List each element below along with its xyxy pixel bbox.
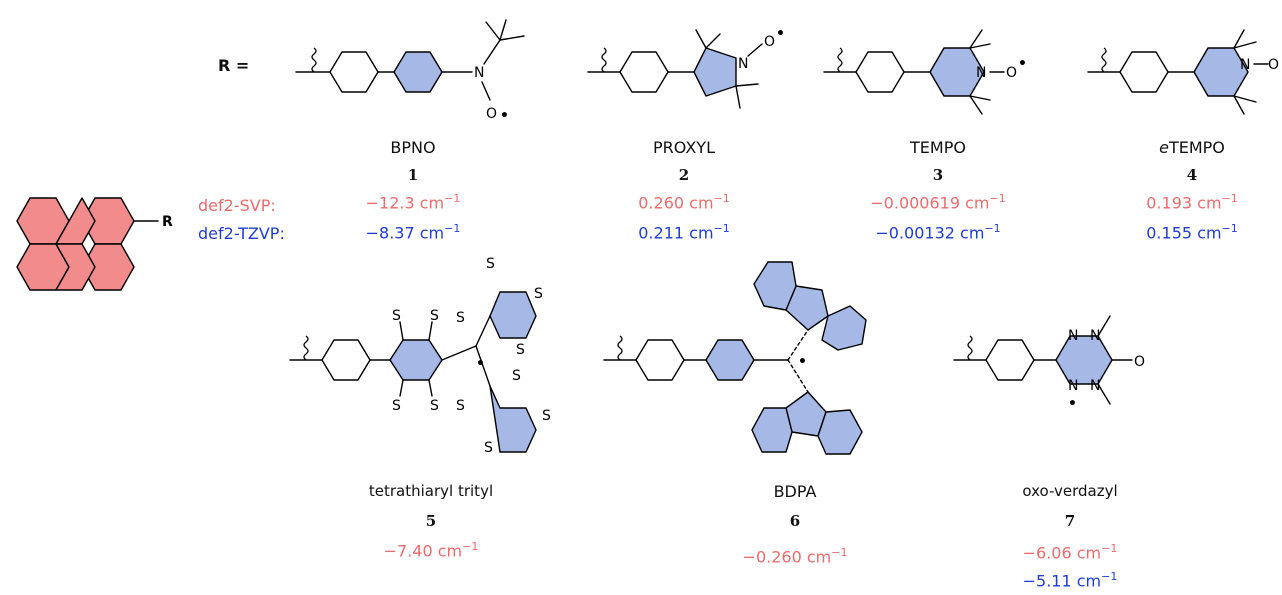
compound-number-1: 1 bbox=[407, 166, 419, 184]
structure-bpno: N O • bbox=[295, 19, 525, 124]
compound-name-7: oxo-verdazyl bbox=[1022, 482, 1118, 500]
svg-text:O: O bbox=[764, 34, 775, 50]
coupling-svp-3: −0.000619 cm−1 bbox=[870, 192, 1006, 213]
coupling-tzvp-7: −5.11 cm−1 bbox=[1022, 570, 1118, 591]
svg-text:S: S bbox=[392, 308, 401, 324]
compound-name-5: tetrathiaryl trityl bbox=[368, 482, 494, 500]
coupling-tzvp-1: −8.37 cm−1 bbox=[365, 222, 461, 243]
coupling-svp-5: −7.40 cm−1 bbox=[383, 540, 479, 561]
svg-text:S: S bbox=[512, 368, 521, 384]
structure-tempo: N O • bbox=[823, 29, 1027, 115]
svg-text:N: N bbox=[1068, 328, 1078, 344]
coupling-tzvp-4: 0.155 cm−1 bbox=[1146, 222, 1238, 243]
svg-text:O: O bbox=[486, 106, 497, 122]
compound-number-5: 5 bbox=[425, 512, 437, 530]
compound-name-3: TEMPO bbox=[910, 138, 966, 157]
svg-text:S: S bbox=[486, 256, 495, 272]
perylene-core: R bbox=[16, 197, 173, 291]
coupling-svp-6: −0.260 cm−1 bbox=[742, 546, 848, 567]
svg-text:N: N bbox=[976, 65, 986, 81]
svg-text:•: • bbox=[1068, 396, 1077, 412]
compound-number-4: 4 bbox=[1186, 166, 1198, 184]
svg-text:S: S bbox=[430, 398, 439, 414]
svg-text:O: O bbox=[1006, 65, 1017, 81]
svg-text:•: • bbox=[1018, 56, 1027, 72]
structure-bdpa: • bbox=[603, 261, 867, 455]
svg-text:S: S bbox=[392, 398, 401, 414]
compound-number-3: 3 bbox=[932, 166, 944, 184]
coupling-svp-4: 0.193 cm−1 bbox=[1146, 192, 1238, 213]
compound-number-2: 2 bbox=[678, 166, 690, 184]
coupling-tzvp-2: 0.211 cm−1 bbox=[638, 222, 730, 243]
svg-text:N: N bbox=[1090, 328, 1100, 344]
coupling-tzvp-3: −0.00132 cm−1 bbox=[875, 222, 1001, 243]
structure-trityl: S S S S • S S S S S S S S bbox=[289, 256, 551, 456]
compound-name-4: eTEMPO bbox=[1159, 138, 1225, 157]
basis-svp-label: def2-SVP: bbox=[198, 196, 276, 215]
svg-text:•: • bbox=[476, 356, 485, 372]
coupling-svp-2: 0.260 cm−1 bbox=[638, 192, 730, 213]
compound-number-6: 6 bbox=[789, 512, 801, 530]
svg-text:N: N bbox=[1240, 57, 1250, 73]
svg-text:S: S bbox=[516, 342, 525, 358]
svg-text:•: • bbox=[500, 108, 509, 124]
compound-number-7: 7 bbox=[1064, 512, 1076, 530]
core-r-label: R bbox=[162, 214, 173, 230]
svg-text:O: O bbox=[1134, 354, 1145, 370]
coupling-svp-1: −12.3 cm−1 bbox=[365, 192, 461, 213]
svg-text:•: • bbox=[798, 354, 807, 370]
svg-text:O: O bbox=[1268, 57, 1279, 73]
structure-etempo: N O bbox=[1087, 29, 1279, 115]
svg-text:•: • bbox=[776, 26, 785, 42]
svg-text:S: S bbox=[430, 308, 439, 324]
svg-text:N: N bbox=[1090, 378, 1100, 394]
svg-text:N: N bbox=[474, 65, 484, 81]
coupling-svp-7: −6.06 cm−1 bbox=[1022, 542, 1118, 563]
svg-text:N: N bbox=[1068, 378, 1078, 394]
compound-name-2: PROXYL bbox=[653, 138, 715, 157]
r-equals-label: R = bbox=[218, 56, 250, 75]
structure-oxo-verdazyl: N N N N • O bbox=[953, 315, 1145, 412]
svg-text:S: S bbox=[484, 440, 493, 456]
svg-text:N: N bbox=[738, 56, 748, 72]
svg-text:S: S bbox=[456, 310, 465, 326]
svg-text:S: S bbox=[542, 408, 551, 424]
basis-tzvp-label: def2-TZVP: bbox=[198, 224, 285, 243]
svg-text:S: S bbox=[456, 398, 465, 414]
compound-name-6: BDPA bbox=[773, 482, 817, 501]
structure-proxyl: N O • bbox=[587, 26, 785, 109]
svg-text:S: S bbox=[534, 286, 543, 302]
compound-name-1: BPNO bbox=[390, 138, 436, 157]
